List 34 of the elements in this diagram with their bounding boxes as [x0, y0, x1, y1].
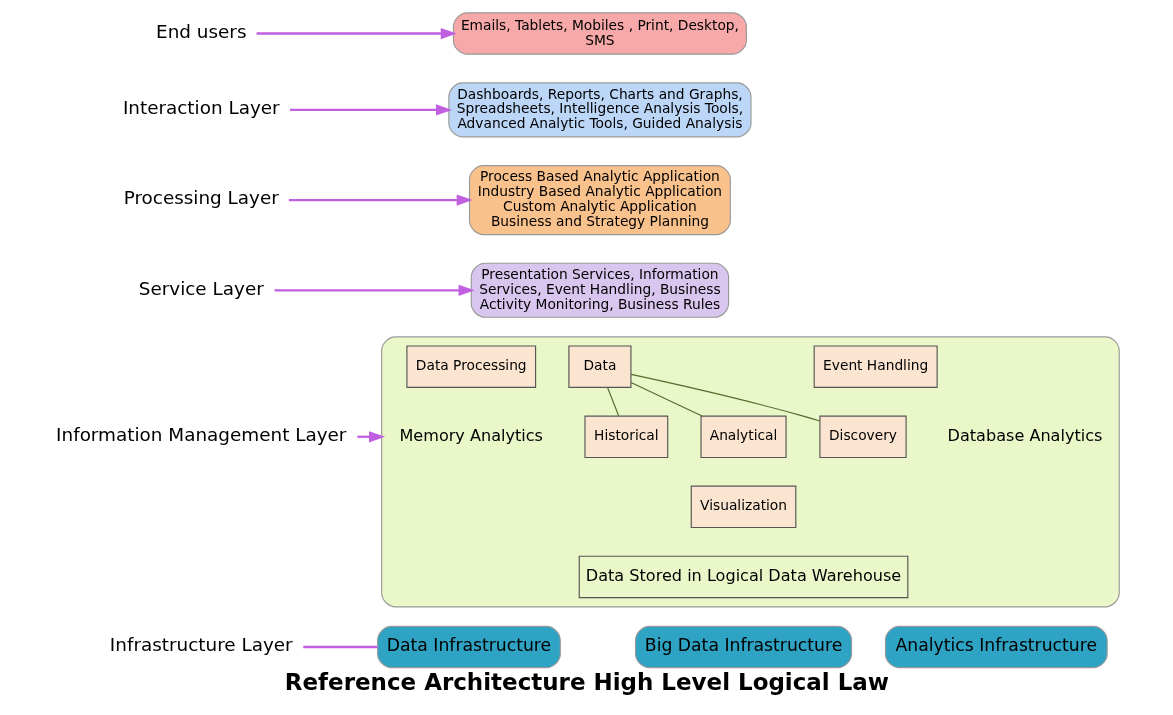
node-box: Event Handling — [813, 345, 938, 388]
node-box: Visualization — [690, 485, 796, 529]
node-box: Discovery — [818, 415, 907, 459]
node-box: Presentation Services, Information Services, Event Handling, Business Activity Monitoring, Business Rules — [470, 262, 729, 318]
connector — [630, 373, 820, 422]
node-text: Processing Layer — [123, 187, 279, 209]
node-box: Big Data Infrastructure — [634, 625, 852, 669]
node-box: Historical — [583, 415, 668, 459]
arrow — [289, 104, 452, 116]
node-text: Memory Analytics — [398, 426, 543, 446]
node-text: Interaction Layer — [122, 97, 280, 119]
node-text: End users — [155, 20, 246, 42]
arrow — [356, 431, 385, 443]
node-text: Database Analytics — [947, 426, 1102, 446]
arrow — [273, 284, 475, 296]
node-box: Emails, Tablets, Mobiles , Print, Desktop, SMS — [452, 12, 747, 55]
connector — [606, 386, 619, 417]
arrow — [256, 27, 457, 40]
arrow — [288, 194, 473, 206]
node-box: Dashboards, Reports, Charts and Graphs, Spreadsheets, Intelligence Analysis Tools, Advanced Analytic Tools, Guided Analysis — [447, 82, 752, 138]
connector — [630, 381, 703, 417]
connector — [302, 645, 377, 649]
node-text: Information Management Layer — [55, 424, 346, 446]
node-box: Data — [567, 345, 631, 388]
node-box: Data Infrastructure — [376, 625, 561, 669]
node-box: Process Based Analytic Application Industry Based Analytic Application Custom Analytic Application Business and Strategy Planning — [468, 165, 731, 236]
node-box: Analytics Infrastructure — [884, 625, 1108, 669]
node-box: Analytical — [699, 415, 787, 459]
cluster — [380, 336, 1120, 608]
caption: Reference Architecture High Level Logical Law — [284, 668, 889, 695]
node-text: Service Layer — [138, 277, 264, 299]
node-box: Data Processing — [405, 345, 536, 388]
node-text: Infrastructure Layer — [109, 634, 293, 656]
node-box: Data Stored in Logical Data Warehouse — [578, 555, 908, 599]
